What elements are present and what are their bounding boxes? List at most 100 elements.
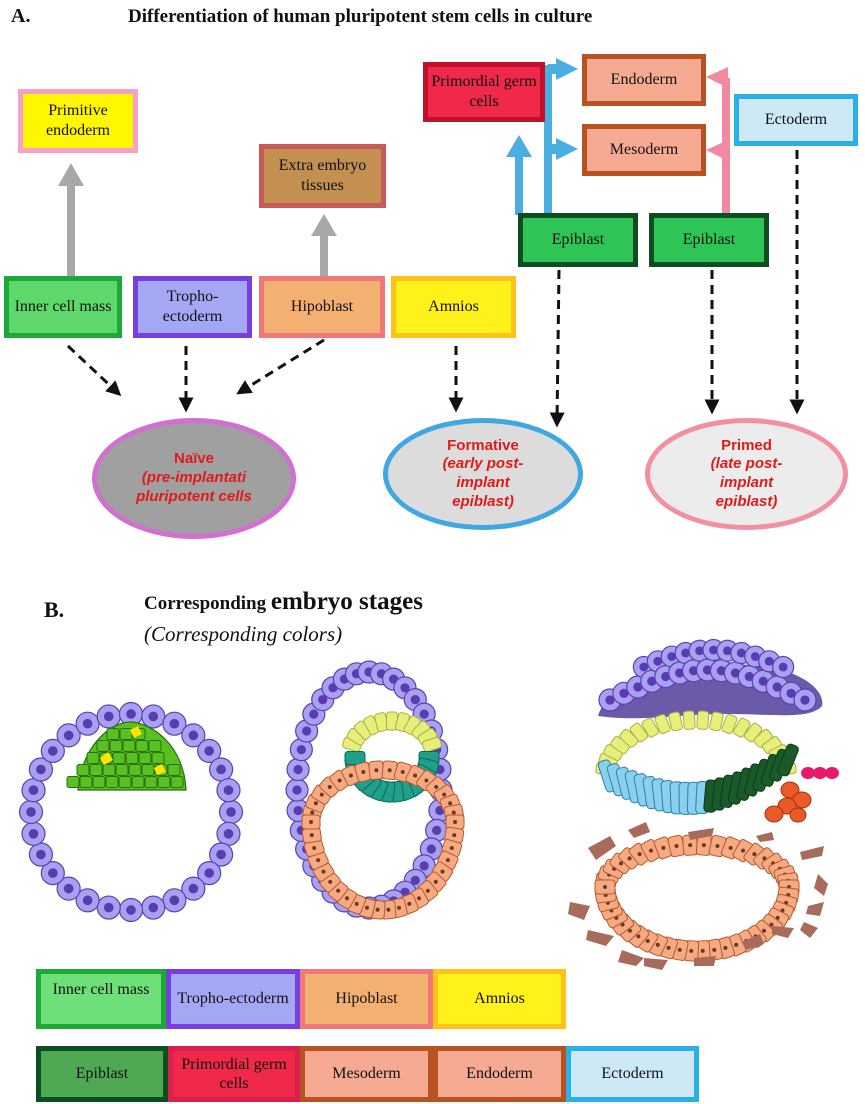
legend-primordial-germ-cells: Primordial germ cells xyxy=(168,1046,300,1102)
cell-nucleus xyxy=(126,709,136,719)
cell-nucleus xyxy=(730,668,740,678)
legend-amnios: Amnios xyxy=(433,969,566,1029)
cell-nucleus xyxy=(345,896,349,901)
cell-nucleus xyxy=(223,828,234,839)
cell-nucleus xyxy=(442,792,447,797)
box-label: Amnios xyxy=(428,298,479,315)
cell xyxy=(696,710,710,730)
cell-nucleus xyxy=(655,942,660,947)
cell-nucleus xyxy=(82,895,93,906)
cell-nucleus xyxy=(448,801,453,806)
cell-nucleus xyxy=(417,896,421,901)
cell-nucleus xyxy=(169,718,180,729)
box-epiblast-formative: Epiblast xyxy=(518,213,638,267)
state-formative: Formative (early post-implant epiblast) xyxy=(383,418,583,530)
legend-label: Amnios xyxy=(474,990,525,1008)
state-subtitle: (early post-implant epiblast) xyxy=(442,455,524,510)
box-hipoblast: Hipoblast xyxy=(259,276,385,338)
cell xyxy=(118,776,132,788)
cell-nucleus xyxy=(397,905,402,910)
cell-nucleus xyxy=(786,688,796,698)
cell xyxy=(151,752,165,764)
state-subtitle: (pre-implantati pluripotent cells xyxy=(136,469,252,505)
cell-nucleus xyxy=(26,807,36,817)
cell xyxy=(157,776,171,788)
section-b-title-emphasis: embryo stages xyxy=(270,588,423,615)
cell-nucleus xyxy=(432,825,442,835)
cell xyxy=(141,764,155,776)
cell-nucleus xyxy=(28,828,39,839)
embryo-stage-1 xyxy=(18,701,244,923)
cell-nucleus xyxy=(188,730,199,741)
cell-nucleus xyxy=(216,764,226,775)
cell-nucleus xyxy=(453,820,457,824)
amnios-arc-2 xyxy=(342,711,442,753)
cell-nucleus xyxy=(204,746,215,756)
section-b-title: Corresponding embryo stages xyxy=(144,588,423,616)
box-primordial-germ-cells: Primordial germ cells xyxy=(423,62,545,122)
cell-nucleus xyxy=(619,688,629,698)
cell-nucleus xyxy=(723,646,732,656)
box-epiblast-primed: Epiblast xyxy=(649,213,769,267)
box-mesoderm: Mesoderm xyxy=(582,124,706,176)
trophoectoderm-ring-1 xyxy=(18,701,244,923)
cell xyxy=(125,752,139,764)
box-label: Extra embryo tissues xyxy=(278,157,367,194)
cell xyxy=(721,713,738,734)
cell-nucleus xyxy=(410,694,420,705)
legend-label: Endoderm xyxy=(466,1065,533,1083)
cell-nucleus xyxy=(47,868,58,878)
cell-nucleus xyxy=(681,648,691,658)
cell-nucleus xyxy=(400,769,405,774)
cell-nucleus xyxy=(633,682,643,692)
cell-nucleus xyxy=(188,883,199,894)
cell-nucleus xyxy=(316,858,321,863)
cell-nucleus xyxy=(712,947,717,952)
legend-label: Primordial germ cells xyxy=(181,1055,287,1092)
cell-nucleus xyxy=(728,845,733,850)
cell xyxy=(89,764,103,776)
legend-label: Epiblast xyxy=(75,1065,129,1083)
legend-label: Inner cell mass xyxy=(52,981,150,998)
dashed-arrows xyxy=(66,150,805,428)
section-a-title: Differentiation of human pluripotent ste… xyxy=(128,6,593,27)
state-subtitle: (late post-implant epiblast) xyxy=(710,455,783,510)
cell-nucleus xyxy=(302,726,312,736)
cell-nucleus xyxy=(354,901,359,906)
box-primitive-endoderm: Primitive endoderm xyxy=(18,89,138,153)
yolk-sac-3 xyxy=(594,834,800,962)
cell-nucleus xyxy=(734,942,739,947)
state-title: Formative xyxy=(447,436,519,454)
cell-nucleus xyxy=(627,928,632,933)
box-ectoderm: Ectoderm xyxy=(734,94,858,146)
cell-nucleus xyxy=(758,676,768,686)
mesoderm-cluster-3 xyxy=(764,781,812,823)
cell-nucleus xyxy=(103,711,114,722)
cell-nucleus xyxy=(762,928,767,933)
legend-epiblast: Epiblast xyxy=(36,1046,168,1102)
cell-nucleus xyxy=(223,785,234,796)
cell-nucleus xyxy=(293,764,303,775)
cell-nucleus xyxy=(688,666,699,676)
cell-nucleus xyxy=(605,695,615,705)
cell-nucleus xyxy=(775,915,780,920)
cell-nucleus xyxy=(700,948,705,953)
cell xyxy=(92,776,106,788)
cell-nucleus xyxy=(400,683,410,693)
box-label: Tropho-ectoderm xyxy=(162,288,223,325)
cell-nucleus xyxy=(63,730,74,741)
cell xyxy=(733,717,751,738)
cell xyxy=(135,740,149,752)
cell xyxy=(86,752,100,764)
cell xyxy=(421,736,442,753)
cell-nucleus xyxy=(375,907,380,912)
cell-nucleus xyxy=(318,694,328,705)
cell-nucleus xyxy=(666,945,671,950)
cell-nucleus xyxy=(689,948,694,953)
gray-arrows xyxy=(58,163,337,278)
box-label: Ectoderm xyxy=(764,111,828,128)
cell xyxy=(641,717,659,738)
cell-nucleus xyxy=(723,945,728,950)
box-label: Inner cell mass xyxy=(14,298,112,315)
